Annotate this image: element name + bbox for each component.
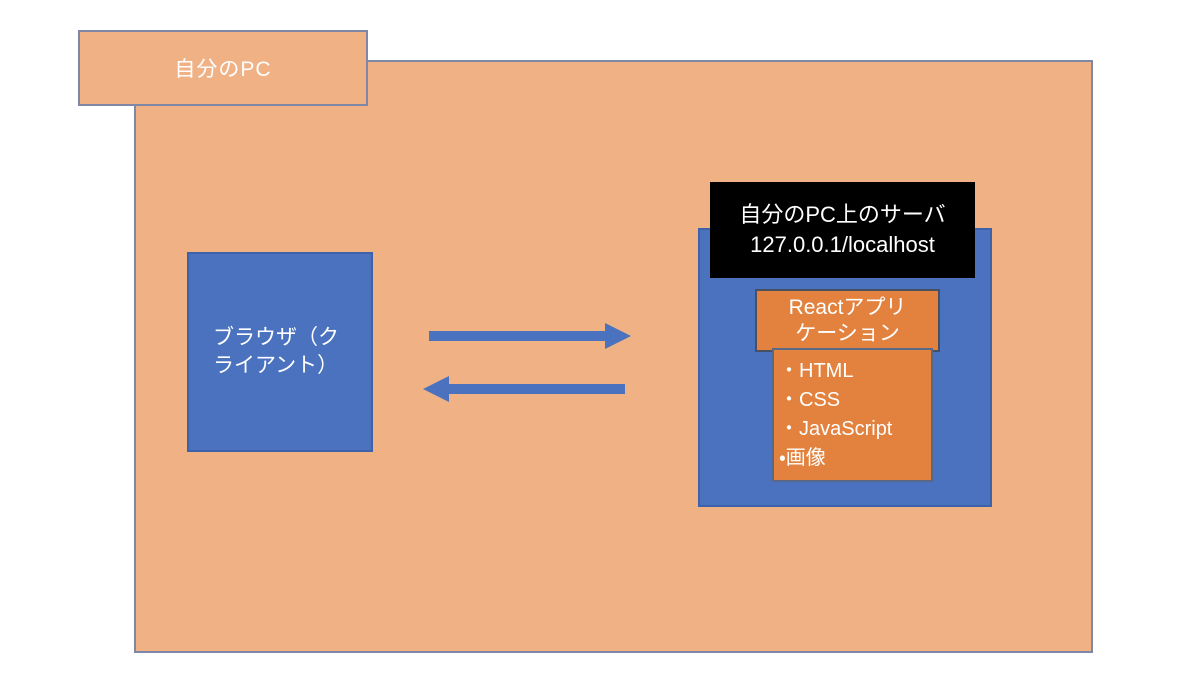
browser-client-box: ブラウザ（クライアント）: [187, 252, 373, 452]
server-content-item: ・CSS: [779, 389, 841, 411]
my-pc-label-text: 自分のPC: [174, 58, 272, 81]
server-content-item: ・HTML: [779, 360, 854, 382]
server-header: 自分のPC上のサーバ 127.0.0.1/localhost: [710, 182, 975, 278]
server-address: 127.0.0.1/localhost: [750, 232, 935, 257]
my-pc-label: 自分のPC: [78, 30, 368, 106]
browser-client-label: ブラウザ（クライアント）: [213, 326, 339, 377]
arrow-right-icon: [429, 323, 631, 349]
server-contents-box: ・HTML ・CSS ・JavaScript ・画像: [772, 348, 933, 482]
server-content-item: ・JavaScript: [779, 418, 893, 440]
arrow-left-icon: [423, 376, 625, 402]
server-title: 自分のPC上のサーバ: [739, 202, 946, 227]
react-app-box: Reactアプリケーション: [755, 289, 940, 352]
server-content-item: ・画像: [779, 447, 826, 469]
react-app-label: Reactアプリケーション: [788, 295, 907, 345]
